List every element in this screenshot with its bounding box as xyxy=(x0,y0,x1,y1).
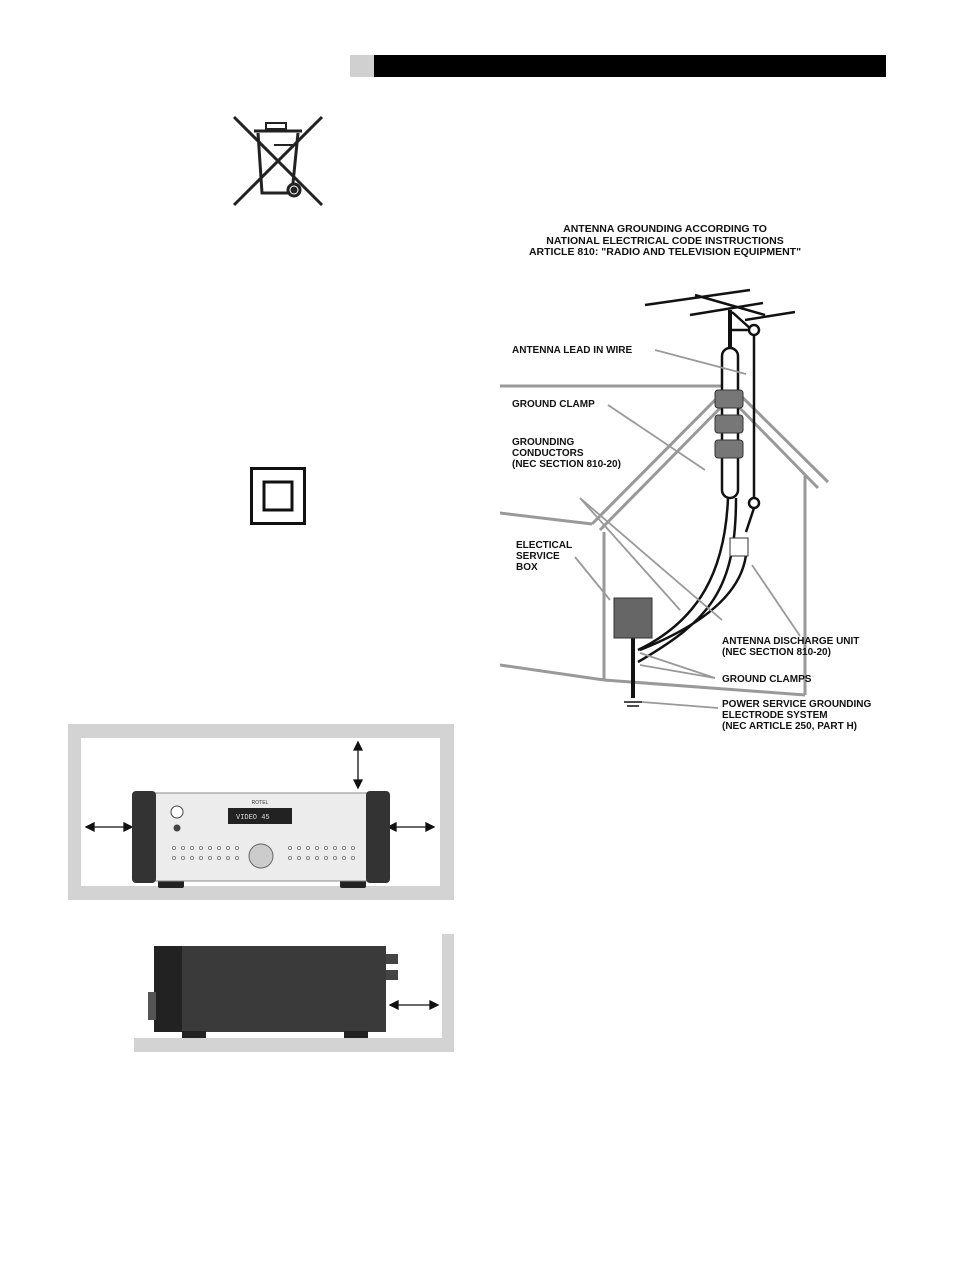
front-panel-button xyxy=(198,855,203,860)
label-ground-clamp: GROUND CLAMP xyxy=(512,399,595,410)
front-panel-button xyxy=(296,855,301,860)
double-insulation-icon xyxy=(250,467,306,525)
front-panel-button xyxy=(314,846,319,851)
title-line: NATIONAL ELECTRICAL CODE INSTRUCTIONS xyxy=(546,234,784,247)
label-ground-clamps: GROUND CLAMPS xyxy=(722,674,812,685)
front-panel-button xyxy=(172,846,177,851)
front-panel-button xyxy=(341,855,346,860)
front-panel-button xyxy=(296,846,301,851)
front-panel-button xyxy=(190,855,195,860)
front-panel-button xyxy=(305,846,310,851)
brand-logo: ROTEL xyxy=(252,800,269,806)
antenna-grounding-diagram xyxy=(500,288,830,709)
front-panel-button xyxy=(332,855,337,860)
front-panel-button xyxy=(350,846,355,851)
diagram-title: ANTENNA GROUNDING ACCORDING TO NATIONAL … xyxy=(500,223,830,259)
front-panel-button xyxy=(323,855,328,860)
label-lead-in-wire: ANTENNA LEAD IN WIRE xyxy=(512,345,633,356)
front-clearance-diagram: ROTEL VIDEO 45 xyxy=(68,724,454,900)
front-panel-button xyxy=(341,846,346,851)
front-panel-button xyxy=(181,846,186,851)
front-panel-button xyxy=(305,855,310,860)
front-panel-button xyxy=(216,855,221,860)
front-panel-button xyxy=(287,846,292,851)
weee-crossed-bin-icon xyxy=(232,115,324,207)
front-panel-button xyxy=(225,855,230,860)
front-panel-button xyxy=(190,846,195,851)
header-bar xyxy=(374,55,886,77)
front-panel-button xyxy=(181,855,186,860)
header-bar-tab xyxy=(350,55,374,77)
front-panel-button xyxy=(287,855,292,860)
front-panel-button xyxy=(234,846,239,851)
side-clearance-diagram xyxy=(134,934,454,1052)
front-panel-button xyxy=(332,846,337,851)
front-panel-button xyxy=(225,846,230,851)
front-panel-button xyxy=(207,846,212,851)
front-panel-button xyxy=(172,855,177,860)
front-panel-button xyxy=(207,855,212,860)
label-discharge-unit: ANTENNA DISCHARGE UNIT (NEC SECTION 810-… xyxy=(722,636,860,658)
label-grounding-conductors: GROUNDING CONDUCTORS (NEC SECTION 810-20… xyxy=(512,437,621,470)
label-electrode-system: POWER SERVICE GROUNDING ELECTRODE SYSTEM… xyxy=(722,699,872,732)
front-display: VIDEO 45 xyxy=(236,814,270,822)
title-line: ANTENNA GROUNDING ACCORDING TO xyxy=(563,223,767,235)
front-panel-button xyxy=(314,855,319,860)
front-panel-button xyxy=(350,855,355,860)
label-service-box: ELECTICAL SERVICE BOX xyxy=(516,540,573,573)
front-panel-button xyxy=(216,846,221,851)
front-panel-button xyxy=(323,846,328,851)
title-line: ARTICLE 810: "RADIO AND TELEVISION EQUIP… xyxy=(528,246,802,258)
front-panel-button xyxy=(234,855,239,860)
front-panel-button xyxy=(198,846,203,851)
